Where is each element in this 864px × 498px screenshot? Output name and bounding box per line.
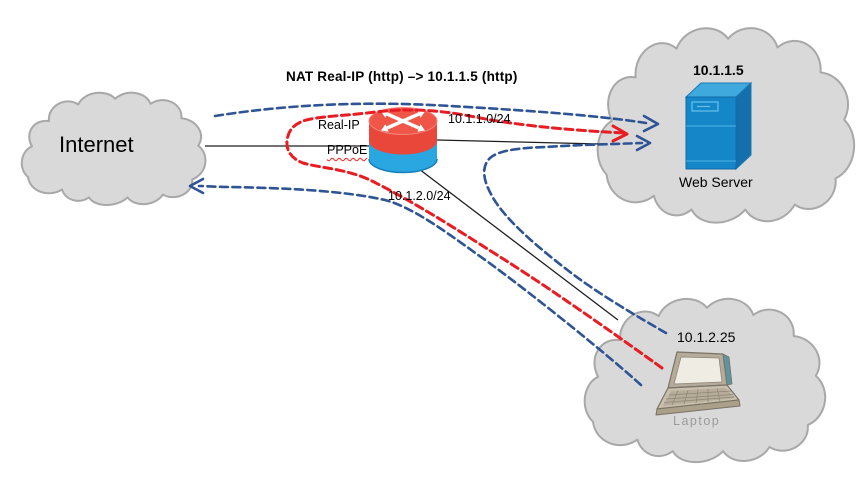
flow-internet-to-webserver-arrowhead [642,114,660,133]
laptop-ip-label: 10.1.2.25 [677,329,736,345]
flow-laptop-to-internet-path [197,184,643,387]
flow-internet-to-webserver [213,102,660,133]
link-router-laptop-line [418,168,619,321]
flow-laptop-to-webserver [482,134,668,335]
internet-label: Internet [59,132,134,157]
router-pppoe-label: PPPoE [327,143,368,157]
webserver-ip-label: 10.1.1.5 [693,62,744,78]
server-icon [684,81,753,171]
link-router-webserver-line [436,139,602,145]
flow-laptop-to-internet [188,177,643,387]
flow-laptop-hairpin-nat-to-webserver [285,108,664,370]
nat-rule-title: NAT Real-IP (http) –> 10.1.1.5 (http) [286,69,518,84]
flow-laptop-to-internet-arrowhead [188,177,205,195]
router-icon [368,107,438,174]
flow-internet-to-webserver-path [213,102,648,125]
router-realip-label: Real-IP [318,118,360,132]
flow-laptop-to-webserver-path [482,141,668,335]
flow-hairpin-path [285,108,664,370]
subnet-laptop-label: 10.1.2.0/24 [388,189,451,203]
laptop-icon [655,351,741,416]
flow-laptop-to-webserver-arrowhead [635,134,652,152]
flow-hairpin-arrowhead [611,124,629,143]
subnet-webserver-label: 10.1.1.0/24 [448,112,511,126]
webserver-name-label: Web Server [679,174,753,190]
laptop-name-label: Laptop [673,414,721,428]
